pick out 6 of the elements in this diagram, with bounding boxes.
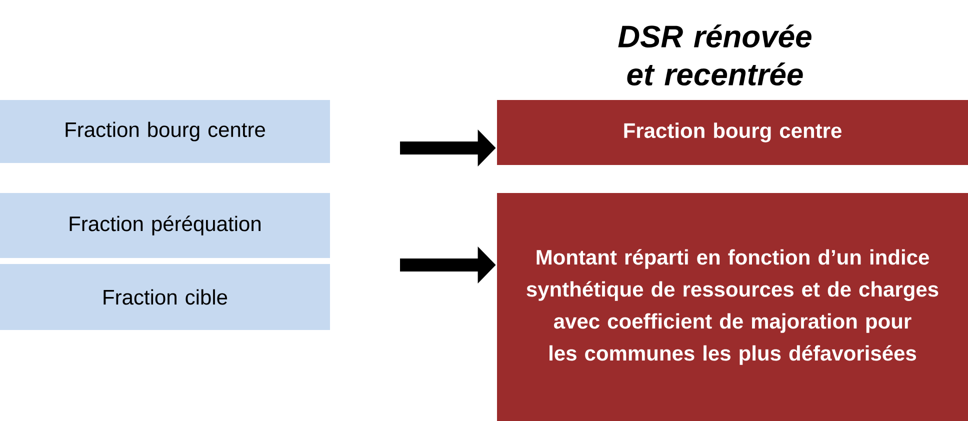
- label-box: Fraction cible: [0, 264, 330, 330]
- result-box: Fraction bourg centre: [497, 100, 968, 165]
- result-box: Montant réparti en fonction d’un indice synthétique de ressources et de charges avec coefficient de majoration pour les communes les plus défavorisées: [497, 193, 968, 421]
- label-box: Fraction bourg centre: [0, 100, 330, 163]
- title: DSR rénovée et recentrée: [618, 24, 812, 86]
- label-box: Fraction péréquation: [0, 193, 330, 258]
